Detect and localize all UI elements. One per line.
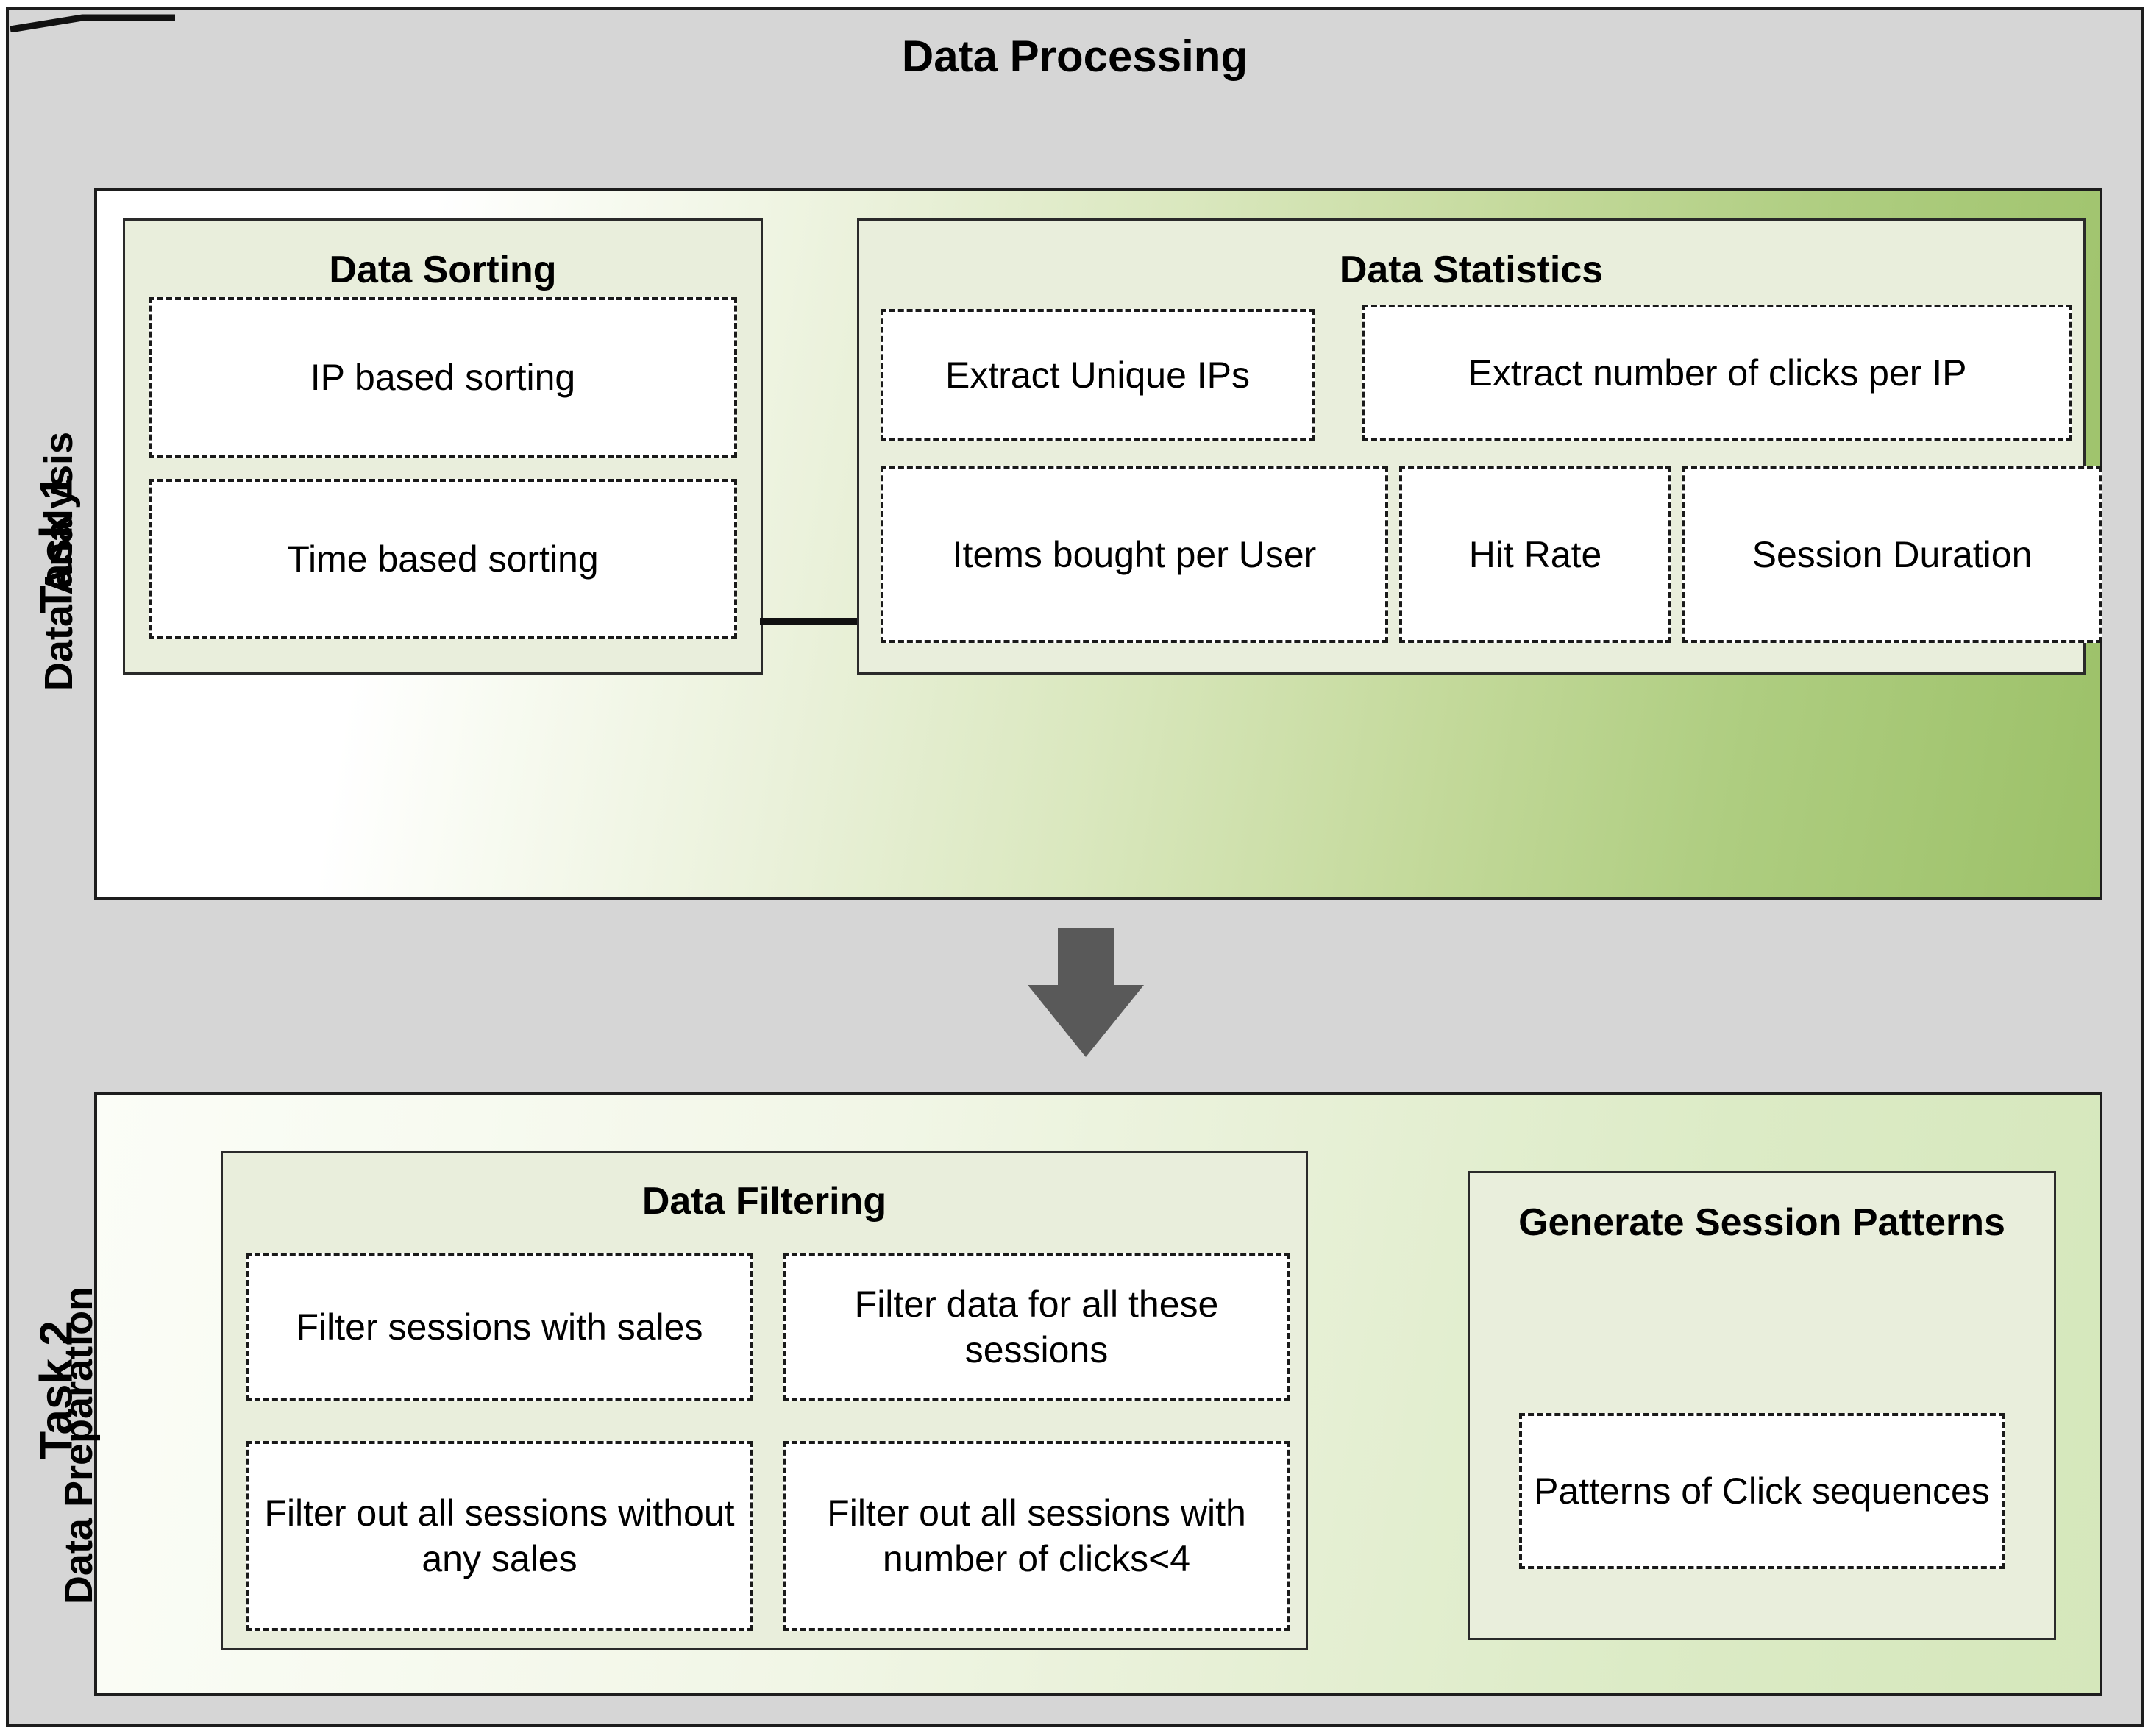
data-processing-frame: Data Processing Task 1 Data Analysis Dat… [6,7,2144,1727]
connector-filtering-to-patterns [10,14,175,33]
group-generate-session-patterns[interactable]: Generate Session Patterns [1468,1171,2056,1640]
down-arrow-icon [1028,928,1144,1057]
leaf-filter-out-sessions-without-sales[interactable]: Filter out all sessions without any sale… [246,1441,753,1631]
leaf-extract-clicks-per-ip[interactable]: Extract number of clicks per IP [1362,305,2072,441]
group-title-data-sorting: Data Sorting [329,249,557,291]
leaf-time-based-sorting[interactable]: Time based sorting [149,479,737,639]
group-title-generate-session-patterns: Generate Session Patterns [1518,1201,2005,1244]
leaf-hit-rate[interactable]: Hit Rate [1399,466,1671,643]
leaf-items-bought-per-user[interactable]: Items bought per User [881,466,1388,643]
leaf-patterns-of-click-sequences[interactable]: Patterns of Click sequences [1519,1413,2005,1569]
connector-sorting-to-statistics [760,618,858,625]
leaf-session-duration[interactable]: Session Duration [1682,466,2102,643]
group-title-data-statistics: Data Statistics [1339,249,1604,291]
group-title-data-filtering: Data Filtering [641,1180,887,1223]
stage-label-data-preparation: Data Preparation [57,1286,101,1605]
leaf-ip-based-sorting[interactable]: IP based sorting [149,297,737,458]
leaf-extract-unique-ips[interactable]: Extract Unique IPs [881,309,1315,441]
page-title: Data Processing [901,32,1248,81]
leaf-filter-sessions-with-sales[interactable]: Filter sessions with sales [246,1253,753,1401]
stage-label-data-analysis: Data Analysis [37,431,81,691]
leaf-filter-out-sessions-few-clicks[interactable]: Filter out all sessions with number of c… [783,1441,1290,1631]
leaf-filter-data-for-all-these-sessions[interactable]: Filter data for all these sessions [783,1253,1290,1401]
